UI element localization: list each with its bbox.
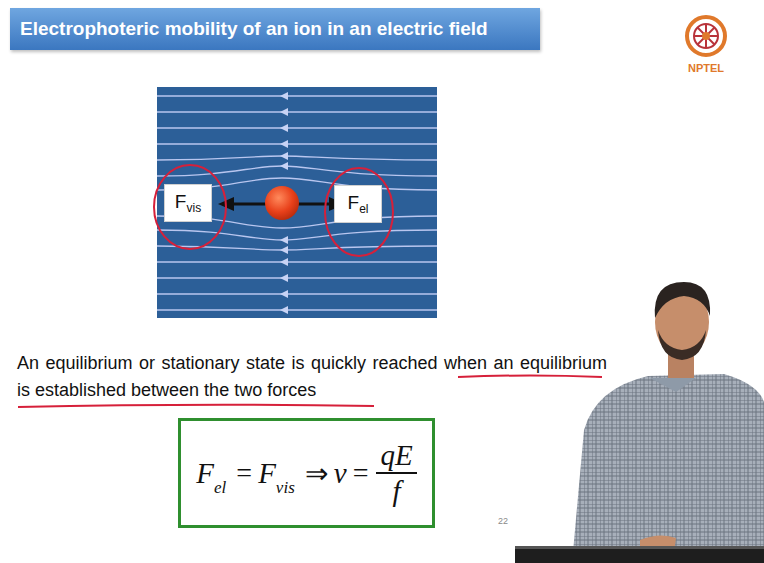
force-subscript: vis: [186, 201, 201, 215]
nptel-logo: [687, 17, 725, 55]
page-number: 22: [498, 516, 508, 526]
force-symbol: Fel: [348, 192, 369, 216]
fraction-numerator: qE: [376, 438, 416, 472]
force-letter: F: [175, 191, 187, 212]
field-lines: [157, 96, 437, 310]
equation: Fel=Fvis⇒v=qEf: [196, 438, 416, 508]
body-text: An equilibrium or stationary state is qu…: [17, 350, 607, 404]
force-label-box: Fvis: [164, 184, 212, 222]
fraction-denominator: f: [393, 474, 401, 508]
equation-box: Fel=Fvis⇒v=qEf: [178, 418, 435, 528]
math-operator: ⇒: [305, 457, 328, 490]
slide-title: Electrophoteric mobility of an ion in an…: [20, 18, 488, 40]
fraction: qEf: [376, 438, 416, 508]
math-operator: =: [353, 457, 369, 489]
force-letter: F: [348, 192, 360, 213]
logo-text: NPTEL: [688, 62, 724, 74]
force-label-box: Fel: [334, 185, 382, 223]
math-operator: =: [236, 457, 252, 489]
math-symbol: v: [334, 457, 347, 490]
field-background: [157, 87, 437, 318]
ion-sphere: [265, 186, 299, 220]
force-subscript: el: [359, 202, 368, 216]
force-symbol: Fvis: [175, 191, 201, 215]
math-subscript: vis: [276, 478, 295, 498]
fraction-bar: [376, 472, 416, 474]
lecturer-figure: [515, 282, 764, 563]
math-symbol: F: [258, 457, 276, 490]
math-symbol: F: [196, 457, 214, 490]
math-subscript: el: [214, 478, 226, 498]
title-bar: Electrophoteric mobility of an ion in an…: [10, 8, 540, 50]
